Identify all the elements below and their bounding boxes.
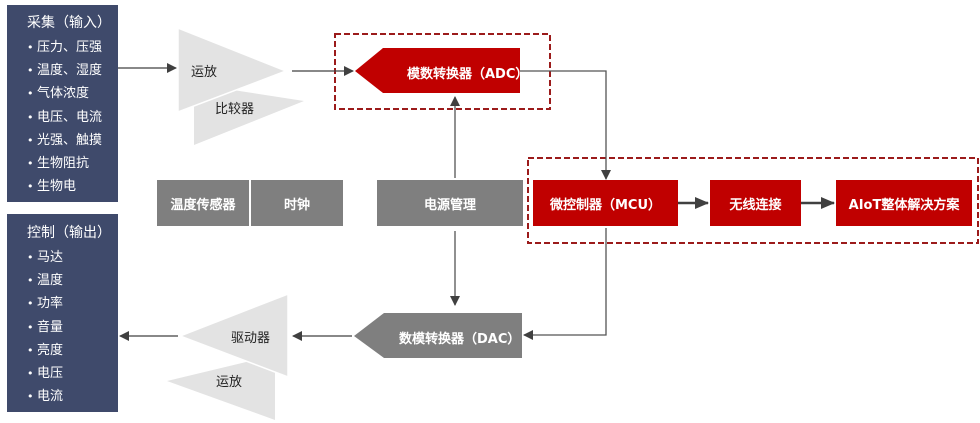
output-panel: 控制（输出） 马达 温度 功率 音量 亮度 电压 电流	[7, 214, 118, 412]
comparator-triangle	[194, 84, 304, 145]
input-item: 压力、压强	[27, 36, 118, 59]
input-panel: 采集（输入） 压力、压强 温度、湿度 气体浓度 电压、电流 光强、触摸 生物阻抗…	[7, 5, 118, 202]
temp-sensor-block: 温度传感器	[157, 180, 249, 226]
mcu-dashed-frame	[527, 157, 979, 244]
adc-label: 模数转换器（ADC）	[407, 67, 529, 82]
mcu-to-dac-arrow	[523, 228, 607, 340]
output-item: 温度	[27, 269, 118, 292]
dac-shape	[354, 313, 522, 358]
wireless-label: 无线连接	[729, 197, 782, 213]
aiot-block: AIoT整体解决方案	[836, 180, 972, 226]
mcu-label: 微控制器（MCU）	[549, 197, 662, 213]
clock-label: 时钟	[283, 197, 310, 213]
driver-label: 驱动器	[231, 331, 271, 346]
power-management-block: 电源管理	[377, 180, 523, 226]
adc-shape	[355, 48, 520, 93]
amplifier-out-label: 运放	[216, 375, 243, 390]
driver-triangle	[177, 292, 289, 379]
output-item: 亮度	[27, 339, 118, 362]
aiot-label: AIoT整体解决方案	[848, 197, 960, 213]
comparator-label: 比较器	[215, 102, 255, 117]
amplifier-in-label: 运放	[191, 65, 218, 80]
input-item: 生物电	[27, 175, 118, 198]
amplifier-out-triangle	[167, 355, 275, 420]
temp-sensor-label: 温度传感器	[170, 197, 236, 213]
wireless-block: 无线连接	[710, 180, 801, 226]
input-item: 温度、湿度	[27, 59, 118, 82]
input-item: 气体浓度	[27, 82, 118, 105]
output-item: 功率	[27, 292, 118, 315]
output-panel-title: 控制（输出）	[27, 225, 111, 241]
clock-block: 时钟	[251, 180, 343, 226]
output-item: 音量	[27, 316, 118, 339]
input-item: 光强、触摸	[27, 129, 118, 152]
output-item: 马达	[27, 246, 118, 269]
input-item: 电压、电流	[27, 106, 118, 129]
input-item: 生物阻抗	[27, 152, 118, 175]
amplifier-in-triangle	[177, 26, 289, 114]
output-item: 电压	[27, 362, 118, 385]
dac-label: 数模转换器（DAC）	[399, 332, 521, 347]
output-item: 电流	[27, 385, 118, 408]
mcu-block: 微控制器（MCU）	[533, 180, 678, 226]
input-panel-title: 采集（输入）	[27, 15, 111, 31]
power-management-label: 电源管理	[423, 197, 476, 213]
adc-to-mcu-arrow	[520, 70, 611, 180]
